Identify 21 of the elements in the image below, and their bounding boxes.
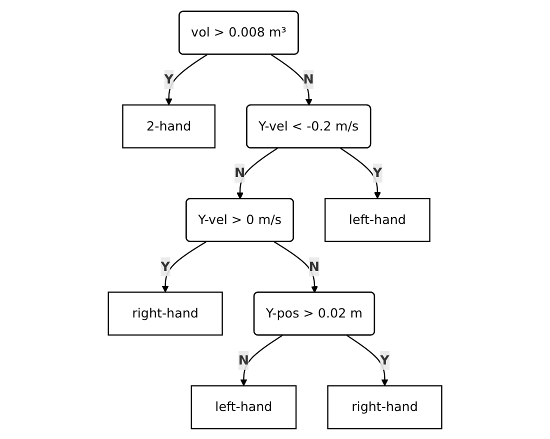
edge-label: N xyxy=(234,164,246,180)
arrow xyxy=(165,54,208,105)
arrow xyxy=(346,334,388,386)
arrow xyxy=(240,334,283,386)
arrow xyxy=(162,240,206,292)
edge-label: N xyxy=(238,352,249,368)
arrow xyxy=(274,240,318,292)
arrow xyxy=(236,147,278,199)
edge-label: Y xyxy=(164,71,174,86)
node-box: left-hand xyxy=(324,197,430,242)
node-box: right-hand xyxy=(108,291,223,336)
edge-label: Y xyxy=(160,258,170,274)
edge-label: Y xyxy=(372,164,382,180)
edge-label: N xyxy=(303,71,314,86)
edge-label: Y xyxy=(380,352,390,368)
arrow xyxy=(270,54,312,106)
node-box: left-hand xyxy=(190,384,297,429)
edge-label: N xyxy=(308,258,320,274)
node-box: 2-hand xyxy=(122,104,216,148)
node-box: right-hand xyxy=(327,384,442,429)
arrow xyxy=(340,147,381,198)
